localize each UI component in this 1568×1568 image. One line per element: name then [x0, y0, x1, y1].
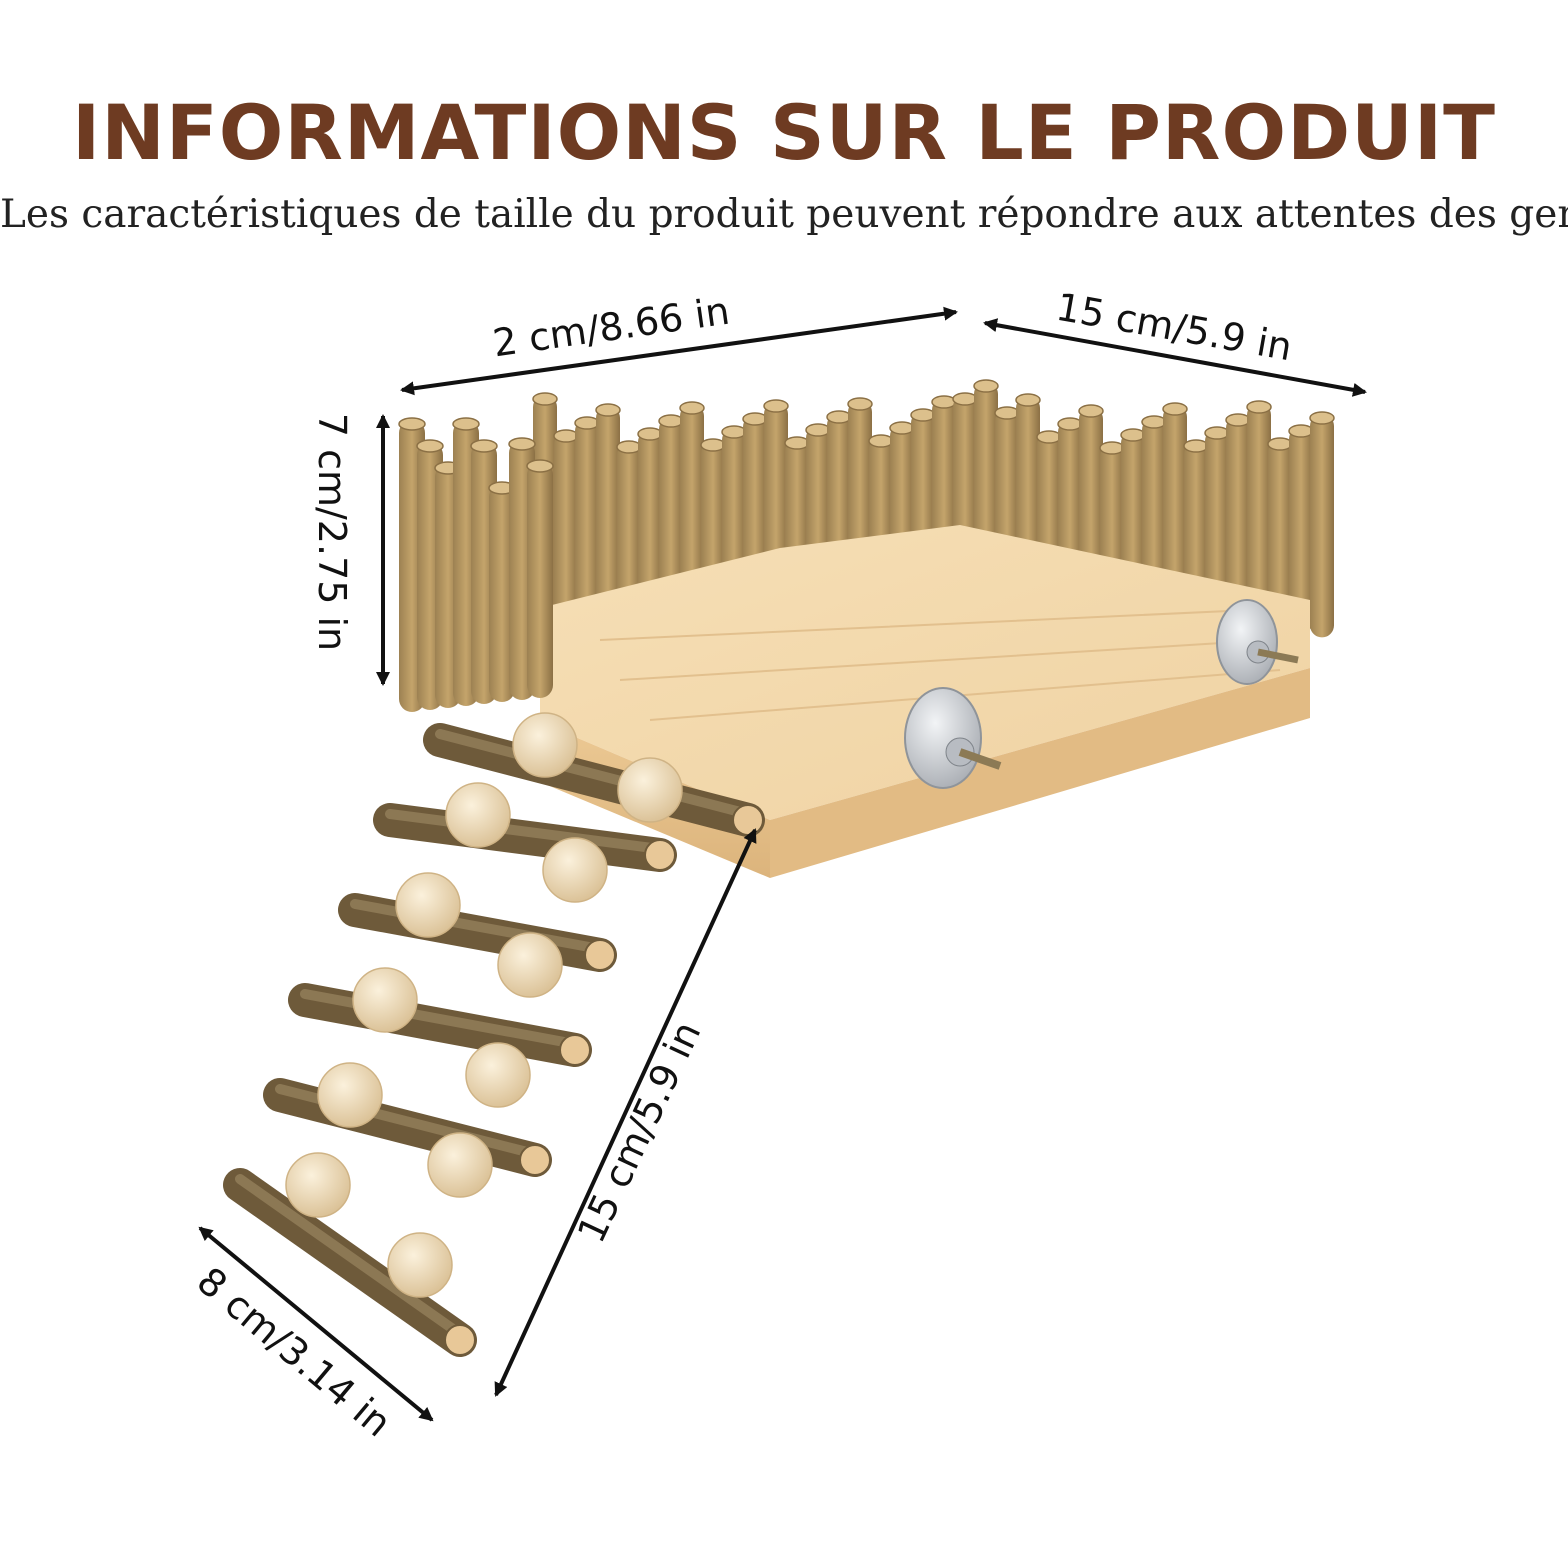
fence-stick: [488, 481, 516, 702]
fence-stick: [526, 459, 554, 698]
ladder-bead: [387, 1232, 453, 1298]
ladder-bead: [317, 1062, 383, 1128]
washer-bolt-back: [1216, 599, 1299, 685]
page-subtitle: Les caractéristiques de taille du produi…: [0, 192, 1568, 237]
fence-stick: [1015, 393, 1041, 579]
fence-stick: [553, 429, 579, 646]
fence-stick: [1225, 413, 1251, 621]
arrow-side-depth: [983, 318, 1367, 397]
fence-stick: [1141, 415, 1167, 604]
arrow-ladder-length: [494, 828, 757, 1397]
fence-stick: [1183, 439, 1209, 613]
ladder-bead: [445, 782, 511, 848]
fence-stick: [679, 401, 705, 621]
arrow-ladder-width: [198, 1226, 434, 1422]
ladder-bead: [427, 1132, 493, 1198]
ladder-bead: [497, 932, 563, 998]
ladder-bead: [512, 712, 578, 778]
fence-stick: [1078, 404, 1104, 592]
fence-stick: [1162, 402, 1188, 608]
fence-stick: [1057, 417, 1083, 587]
fence-stick: [1204, 426, 1230, 617]
ladder-bead: [542, 837, 608, 903]
ladder-bead: [285, 1152, 351, 1218]
fence-stick: [1246, 400, 1272, 625]
label-height: 7 cm/2.75 in: [310, 412, 355, 652]
arrow-front-width: [400, 306, 958, 396]
ladder-bead: [465, 1042, 531, 1108]
page-title: INFORMATIONS SUR LE PRODUIT: [72, 88, 1496, 177]
ladder-rung: [338, 893, 617, 972]
fence-stick: [595, 403, 621, 638]
ladder-bead: [395, 872, 461, 938]
fence-left: [398, 417, 554, 712]
ladder-rung: [288, 983, 592, 1067]
fence-stick: [574, 416, 600, 642]
ladder-bead: [352, 967, 418, 1033]
ladder-rung: [423, 723, 765, 837]
washer-bolt-front: [904, 687, 1002, 789]
fence-stick: [1309, 411, 1335, 638]
ladder-rung: [373, 803, 677, 872]
ladder-bead: [617, 757, 683, 823]
